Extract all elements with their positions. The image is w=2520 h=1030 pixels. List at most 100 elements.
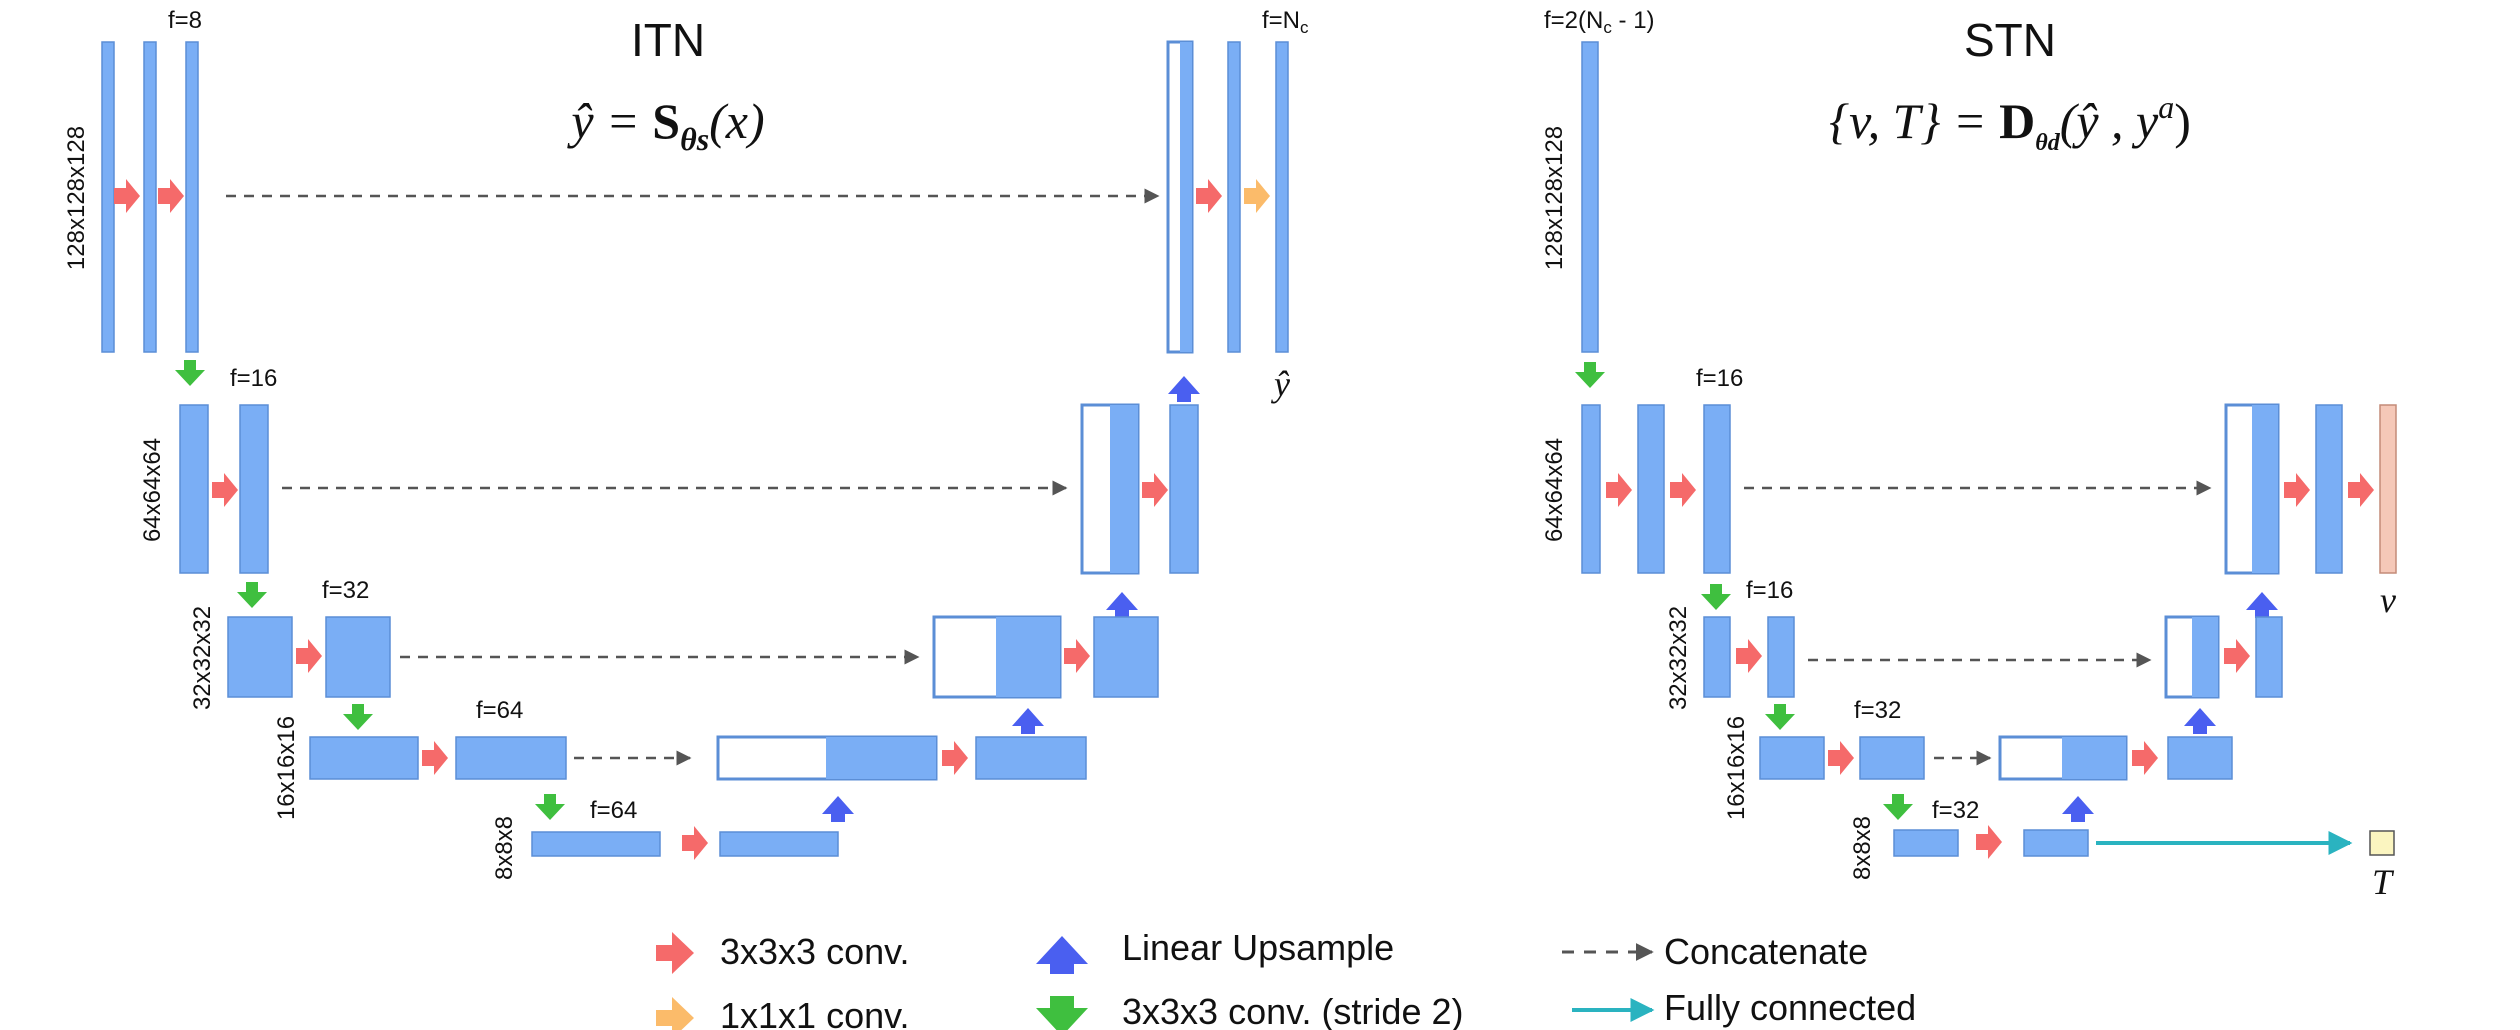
itn-filter-label-64-bottom: f=64 <box>590 797 637 824</box>
conv-arrow <box>1196 179 1222 213</box>
conv-arrow <box>2348 473 2374 507</box>
conv-arrow <box>296 639 322 673</box>
stn-l3-block-1 <box>1703 616 1731 698</box>
legend-upsample-label: Linear Upsample <box>1122 927 1394 968</box>
conv-arrow <box>1828 741 1854 775</box>
itn-dec-l3-concat-fill <box>996 617 1060 697</box>
conv-arrow <box>114 179 140 213</box>
stride-conv-arrow <box>1883 794 1913 820</box>
stn-v-output-block <box>2379 404 2397 574</box>
itn-equation: ŷ = Sθs(x) <box>566 93 764 157</box>
legend-conv1-label: 1x1x1 conv. <box>720 995 909 1030</box>
stn-dec-l4-concat-fill <box>2062 737 2126 779</box>
conv-arrow <box>1142 473 1168 507</box>
upsample-arrow <box>1106 592 1138 618</box>
itn-dec-l4-concat-fill <box>826 737 936 779</box>
legend: 3x3x3 conv. 1x1x1 conv. Linear Upsample … <box>656 927 1916 1030</box>
stn-filter-label-16-a: f=16 <box>1696 365 1743 392</box>
stn-network: STN {v, T} = Dθd(ŷ , ya) f=2(Nc - 1) 128… <box>1541 7 2397 902</box>
itn-l4-block-2 <box>455 736 567 780</box>
itn-dec-l2-block <box>1169 404 1199 574</box>
legend-upsample-icon <box>1036 936 1088 974</box>
stn-l2-block-2 <box>1637 404 1665 574</box>
stn-l2-block-1 <box>1581 404 1601 574</box>
stn-title: STN <box>1964 14 2056 66</box>
legend-fc-label: Fully connected <box>1664 987 1916 1028</box>
itn-res-label-32: 32x32x32 <box>189 606 216 710</box>
stn-filter-label-32-a: f=32 <box>1854 697 1901 724</box>
upsample-arrow <box>1012 708 1044 734</box>
itn-res-label-16: 16x16x16 <box>273 716 300 820</box>
stn-filter-label-32-b: f=32 <box>1932 797 1979 824</box>
conv-arrow <box>1064 639 1090 673</box>
itn-output-block <box>1275 41 1289 353</box>
itn-network: ITN ŷ = Sθs(x) 128x128x128 f=8 f=Nc ŷ 64… <box>63 7 1309 880</box>
stn-l4-block-1 <box>1759 736 1825 780</box>
stn-l4-block-2 <box>1859 736 1925 780</box>
itn-l4-block-1 <box>309 736 419 780</box>
stn-v-label: v <box>2380 580 2396 620</box>
legend-stride-label: 3x3x3 conv. (stride 2) <box>1122 991 1463 1030</box>
stn-input-block <box>1581 41 1599 353</box>
conv-arrow <box>158 179 184 213</box>
stn-l2-block-3 <box>1703 404 1731 574</box>
stn-res-label-16: 16x16x16 <box>1723 716 1750 820</box>
itn-l1-block-1 <box>101 41 115 353</box>
stn-dec-l4-block <box>2167 736 2233 780</box>
conv-arrow <box>1606 473 1632 507</box>
stride-conv-arrow <box>535 794 565 820</box>
stn-filter-label-16-b: f=16 <box>1746 577 1793 604</box>
stn-l5-block-2 <box>2023 829 2089 857</box>
itn-filter-label-32: f=32 <box>322 577 369 604</box>
conv-arrow <box>1976 825 2002 859</box>
stn-res-label-128: 128x128x128 <box>1541 126 1568 270</box>
stn-t-label: T <box>2372 862 2395 902</box>
stn-t-output-block <box>2369 830 2395 856</box>
upsample-arrow <box>2062 796 2094 822</box>
legend-conv-icon <box>656 932 694 974</box>
itn-l1-block-3 <box>185 41 199 353</box>
upsample-arrow <box>2246 592 2278 618</box>
legend-conv1x1-icon <box>656 997 694 1030</box>
upsample-arrow <box>2184 708 2216 734</box>
conv-arrow <box>212 473 238 507</box>
itn-out-filter-label: f=Nc <box>1262 7 1309 37</box>
itn-dec-l2-concat-fill <box>1110 405 1138 573</box>
stride-conv-arrow <box>343 704 373 730</box>
itn-l3-block-2 <box>325 616 391 698</box>
itn-title: ITN <box>631 14 705 66</box>
itn-dec-l1-concat-fill <box>1180 42 1192 352</box>
itn-dec-l4-block <box>975 736 1087 780</box>
conv1x1-arrow <box>1244 179 1270 213</box>
conv-arrow <box>1736 639 1762 673</box>
conv-arrow <box>422 741 448 775</box>
itn-filter-label-64: f=64 <box>476 697 523 724</box>
itn-l2-block-2 <box>239 404 269 574</box>
stride-conv-arrow <box>237 582 267 608</box>
stn-res-label-64: 64x64x64 <box>1541 438 1568 542</box>
stride-conv-arrow <box>1575 362 1605 388</box>
conv-arrow <box>2284 473 2310 507</box>
legend-concat-label: Concatenate <box>1664 931 1868 972</box>
legend-conv3-label: 3x3x3 conv. <box>720 931 909 972</box>
stn-res-label-8: 8x8x8 <box>1849 816 1876 880</box>
stn-input-filter-label: f=2(Nc - 1) <box>1544 7 1655 37</box>
itn-res-label-8: 8x8x8 <box>491 816 518 880</box>
stride-conv-arrow <box>175 360 205 386</box>
itn-filter-label-8: f=8 <box>168 7 202 34</box>
stride-conv-arrow <box>1701 584 1731 610</box>
stn-equation: {v, T} = Dθd(ŷ , ya) <box>1829 89 2191 156</box>
stn-dec-l3-block <box>2255 616 2283 698</box>
itn-res-label-128: 128x128x128 <box>63 126 90 270</box>
upsample-arrow <box>1168 376 1200 402</box>
conv-arrow <box>2132 741 2158 775</box>
conv-arrow <box>682 826 708 860</box>
stn-res-label-32: 32x32x32 <box>1665 606 1692 710</box>
itn-l3-block-1 <box>227 616 293 698</box>
itn-output-label: ŷ <box>1271 364 1290 404</box>
stn-dec-l2-concat-fill <box>2252 405 2278 573</box>
stn-l3-block-2 <box>1767 616 1795 698</box>
stride-conv-arrow <box>1765 704 1795 730</box>
itn-filter-label-16: f=16 <box>230 365 277 392</box>
